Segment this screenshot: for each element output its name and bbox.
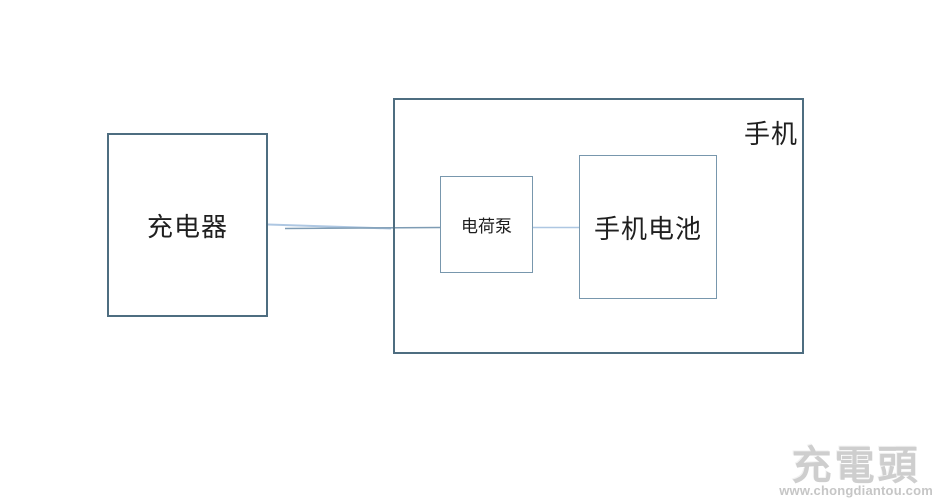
phone-label: 手机 xyxy=(743,120,798,149)
phone-box: 手机 xyxy=(393,98,804,354)
battery-label: 手机电池 xyxy=(593,214,702,244)
charge-pump-label: 电荷泵 xyxy=(461,217,512,236)
charger-label: 充电器 xyxy=(146,212,228,242)
battery-box: 手机电池 xyxy=(579,155,717,299)
watermark-logo-text: 充電頭 xyxy=(791,443,921,488)
connector-charger-to-pump-light xyxy=(267,223,392,230)
charge-pump-box: 电荷泵 xyxy=(440,176,533,273)
watermark: 充電頭 www.chongdiantou.com xyxy=(779,443,933,499)
watermark-url: www.chongdiantou.com xyxy=(779,483,933,498)
charger-box: 充电器 xyxy=(107,133,268,317)
